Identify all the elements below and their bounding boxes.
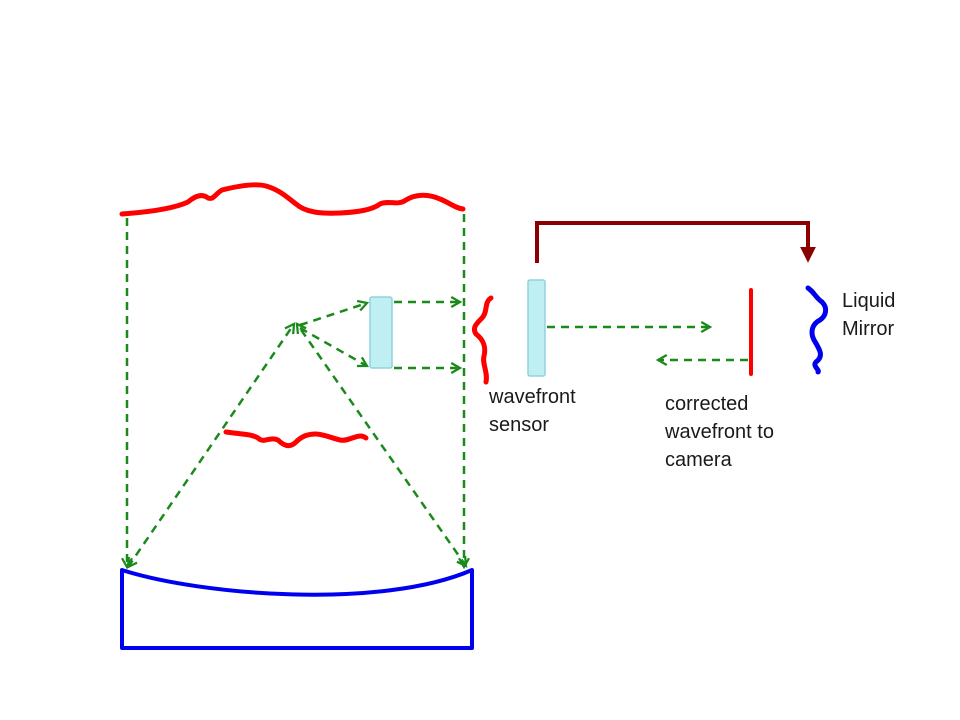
- collimating-lens: [369, 296, 393, 369]
- liquid-mirror-label-line2: Mirror: [842, 318, 895, 340]
- beam-focus-lower: [299, 326, 369, 368]
- corrected-wavefront-label-line1: corrected: [665, 393, 749, 415]
- beam-left-reflect: [126, 322, 296, 569]
- wavefront-sensor-label-line2: sensor: [489, 414, 550, 436]
- beam-focus-upper: [299, 299, 370, 327]
- wavefront-sensor-label: wavefront sensor: [489, 383, 576, 439]
- liquid-mirror-label: Liquid Mirror: [842, 287, 895, 343]
- corrected-wavefront-label: corrected wavefront to camera: [665, 390, 774, 474]
- deformable-liquid-mirror: [805, 285, 829, 375]
- primary-liquid-mirror: [120, 568, 474, 650]
- beam-right-reflect: [295, 322, 468, 568]
- wavefront-sensor-label-line1: wavefront: [489, 386, 576, 408]
- corrected-wavefront-label-line2: wavefront to: [665, 421, 774, 443]
- sensor-distorted-wavefront: [471, 295, 494, 385]
- incoming-distorted-wavefront: [119, 182, 466, 217]
- wavefront-sensor: [527, 279, 546, 377]
- focal-distorted-wavefront: [223, 429, 369, 449]
- corrected-wavefront-label-line3: camera: [665, 449, 732, 471]
- feedback-arrow: [535, 221, 816, 263]
- liquid-mirror-label-line1: Liquid: [842, 290, 896, 312]
